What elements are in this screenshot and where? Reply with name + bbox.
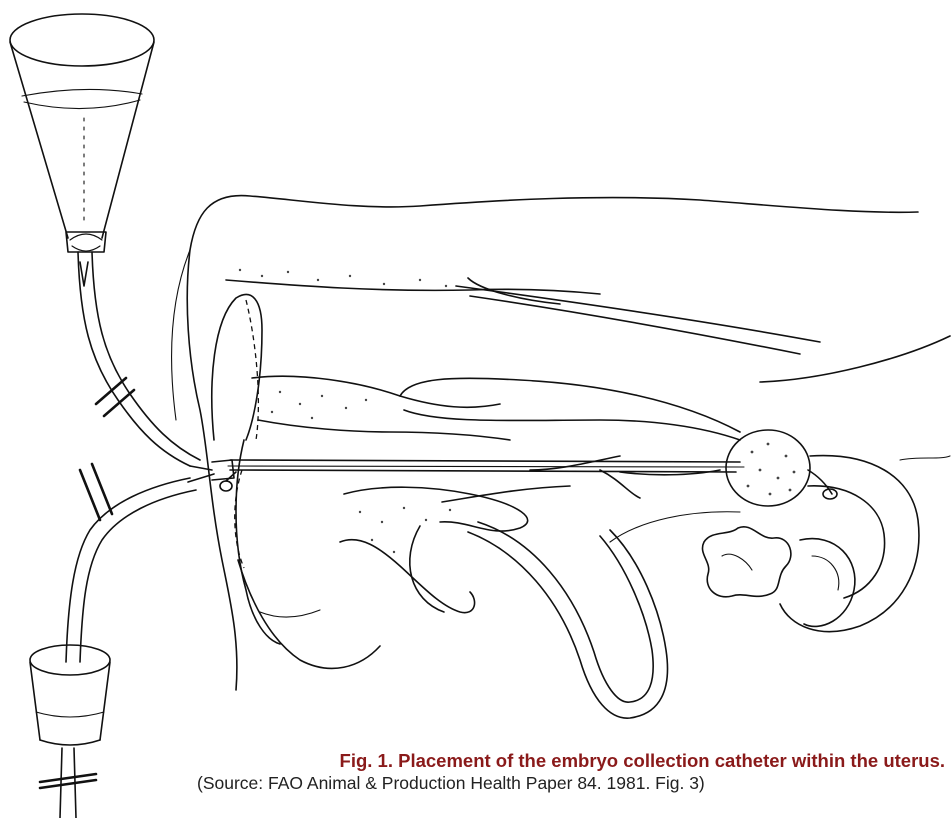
rectum bbox=[226, 269, 820, 354]
uterine-horn bbox=[780, 456, 950, 632]
ovary bbox=[702, 527, 854, 627]
funnel-reservoir bbox=[10, 14, 154, 286]
caption-source: (Source: FAO Animal & Production Health … bbox=[197, 773, 705, 794]
balloon-cuff bbox=[726, 430, 837, 506]
y-connector bbox=[188, 460, 234, 482]
ventral-loop bbox=[468, 522, 668, 718]
cervix-vagina bbox=[252, 376, 740, 440]
bladder bbox=[340, 486, 570, 613]
inflow-tube bbox=[78, 252, 200, 466]
hind-quarter bbox=[238, 560, 380, 668]
collection-catheter bbox=[220, 456, 744, 498]
collection-cup bbox=[30, 645, 110, 818]
caption-title: Fig. 1. Placement of the embryo collecti… bbox=[340, 750, 945, 772]
outflow-tube bbox=[66, 464, 196, 662]
